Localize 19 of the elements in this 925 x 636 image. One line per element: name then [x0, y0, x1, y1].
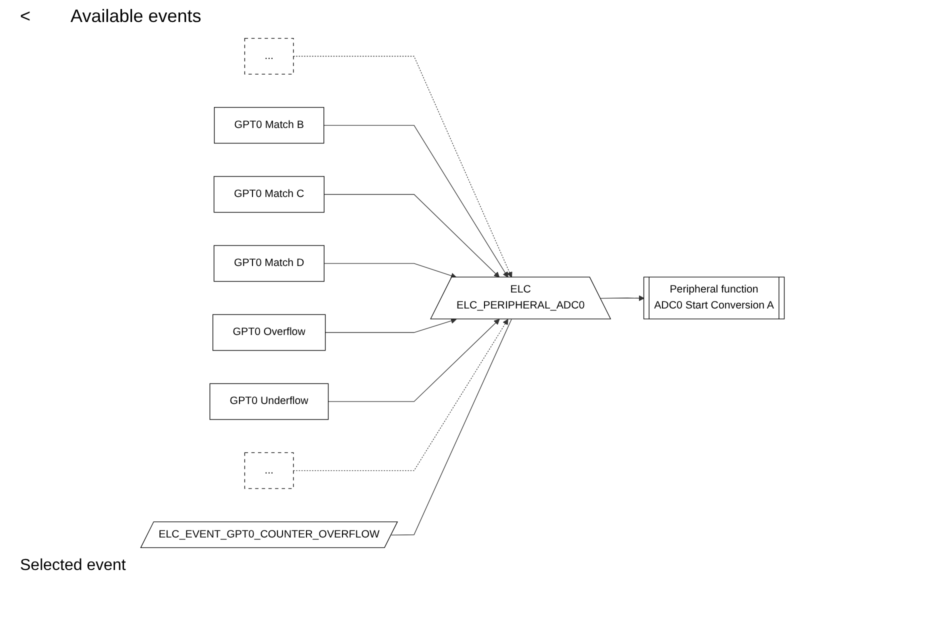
node-box: GPT0 Underflow	[210, 383, 329, 420]
node-box: GPT0 Match D	[214, 245, 324, 282]
node-box: ...	[244, 452, 294, 489]
arrow	[324, 124, 508, 278]
arrow	[293, 318, 508, 471]
arrow	[324, 194, 500, 278]
node-caption: Selected event	[20, 557, 127, 575]
arrow	[324, 318, 457, 333]
connector	[390, 318, 512, 536]
arrow	[324, 263, 457, 279]
arrow	[328, 318, 500, 402]
node-box: ...	[244, 38, 294, 74]
arrow	[600, 295, 644, 302]
label-text: Available events	[70, 6, 202, 27]
node-box: GPT0 Overflow	[212, 314, 326, 351]
arrow	[293, 56, 512, 278]
label-text: <	[20, 6, 31, 27]
node-box: GPT0 Match B	[214, 107, 324, 144]
node-box: GPT0 Match C	[214, 176, 324, 213]
